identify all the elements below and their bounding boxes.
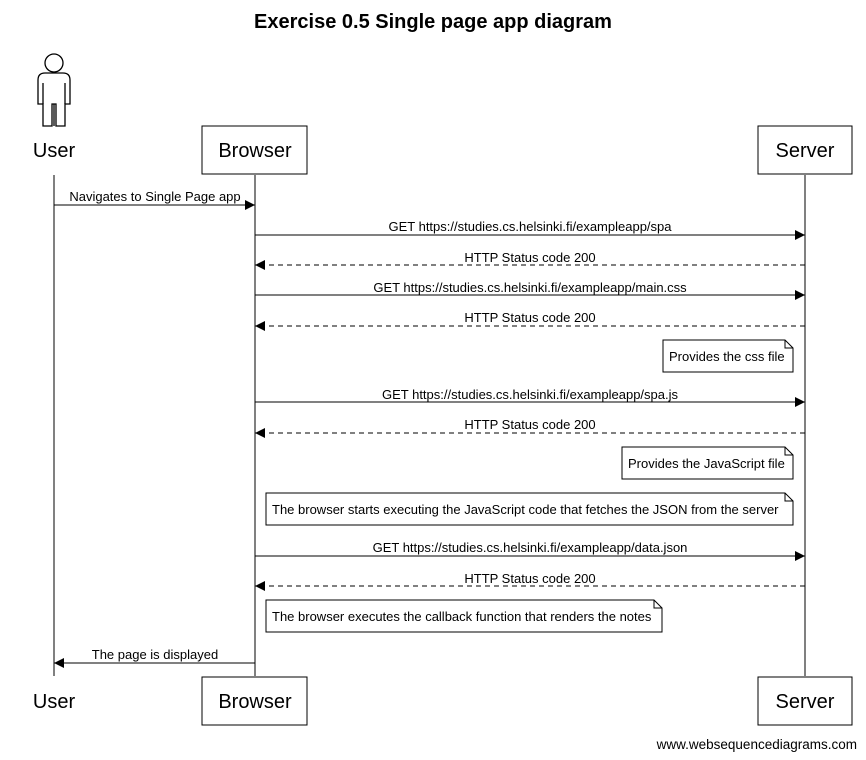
note: Provides the JavaScript file bbox=[621, 446, 794, 480]
user-figure-icon bbox=[37, 53, 71, 127]
diagram-title: Exercise 0.5 Single page app diagram bbox=[254, 11, 612, 33]
message-label: HTTP Status code 200 bbox=[464, 417, 595, 432]
message-label: HTTP Status code 200 bbox=[464, 571, 595, 586]
message: GET https://studies.cs.helsinki.fi/examp… bbox=[255, 540, 805, 561]
message-label: HTTP Status code 200 bbox=[464, 250, 595, 265]
message: HTTP Status code 200 bbox=[255, 417, 805, 438]
note: The browser executes the callback functi… bbox=[265, 599, 663, 633]
note-text: The browser starts executing the JavaScr… bbox=[272, 502, 779, 517]
participant-browser-top: Browser bbox=[201, 125, 308, 175]
message: HTTP Status code 200 bbox=[255, 310, 805, 331]
message: Navigates to Single Page app bbox=[54, 189, 255, 210]
footer-watermark: www.websequencediagrams.com bbox=[656, 737, 857, 752]
participant-label-server-bottom: Server bbox=[776, 691, 835, 713]
participant-label-user-top: User bbox=[33, 140, 76, 162]
participant-label-browser-top: Browser bbox=[218, 140, 292, 162]
message: GET https://studies.cs.helsinki.fi/examp… bbox=[255, 387, 805, 407]
note-text: Provides the JavaScript file bbox=[628, 456, 785, 471]
message-label: GET https://studies.cs.helsinki.fi/examp… bbox=[373, 540, 688, 555]
message-label: The page is displayed bbox=[92, 647, 218, 662]
message-label: GET https://studies.cs.helsinki.fi/examp… bbox=[382, 387, 679, 402]
participant-server-bottom: Server bbox=[757, 676, 853, 726]
message: HTTP Status code 200 bbox=[255, 250, 805, 270]
note: The browser starts executing the JavaScr… bbox=[265, 492, 794, 526]
participant-browser-bottom: Browser bbox=[201, 676, 308, 726]
participant-server-top: Server bbox=[757, 125, 853, 175]
note-text: Provides the css file bbox=[669, 349, 785, 364]
message: GET https://studies.cs.helsinki.fi/examp… bbox=[255, 280, 805, 300]
message: The page is displayed bbox=[54, 647, 255, 668]
message: GET https://studies.cs.helsinki.fi/examp… bbox=[255, 219, 805, 240]
message: HTTP Status code 200 bbox=[255, 571, 805, 591]
message-label: GET https://studies.cs.helsinki.fi/examp… bbox=[388, 219, 672, 234]
participant-label-user-bottom: User bbox=[33, 691, 76, 713]
message-label: Navigates to Single Page app bbox=[69, 189, 240, 204]
participant-label-browser-bottom: Browser bbox=[218, 691, 292, 713]
note: Provides the css file bbox=[662, 339, 794, 373]
message-label: HTTP Status code 200 bbox=[464, 310, 595, 325]
actor-user-top: User bbox=[33, 53, 76, 162]
participant-label-server-top: Server bbox=[776, 140, 835, 162]
message-label: GET https://studies.cs.helsinki.fi/examp… bbox=[373, 280, 687, 295]
note-text: The browser executes the callback functi… bbox=[272, 609, 652, 624]
